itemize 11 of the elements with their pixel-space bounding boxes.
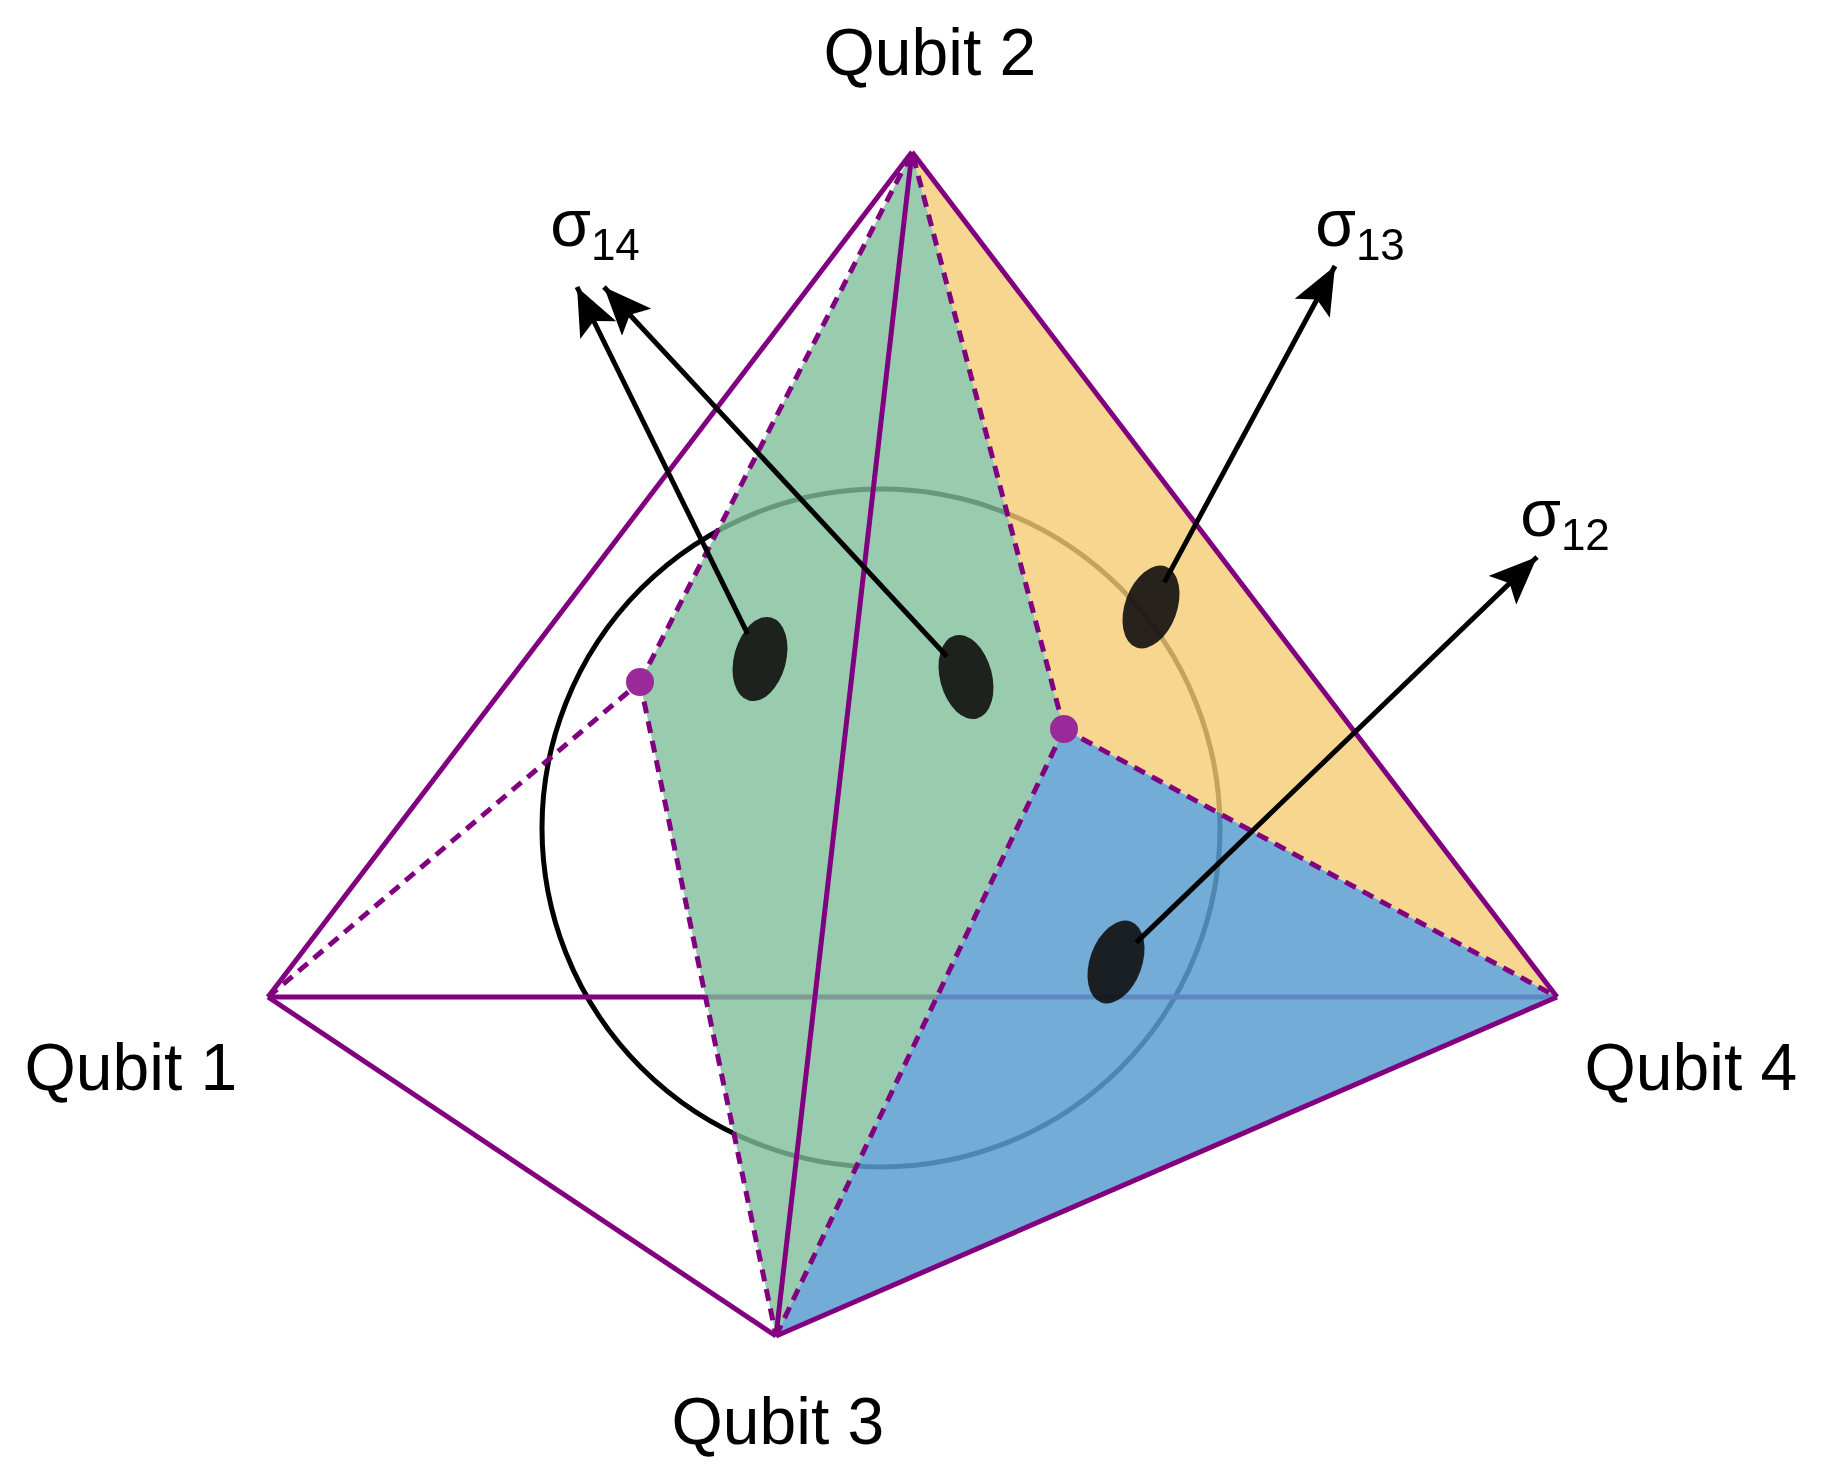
ellipse-marker	[1087, 920, 1145, 1004]
operator-label: σ$_{14}$	[535, 190, 655, 285]
arrow	[602, 285, 949, 659]
operator-label: σ$_{13}$	[1300, 190, 1420, 264]
ellipse-marker	[938, 634, 994, 720]
ellipse-marker	[1122, 565, 1180, 649]
operator-label: σ$_{12}$	[1505, 480, 1625, 556]
arrow	[1162, 264, 1338, 584]
arrow	[1134, 555, 1539, 945]
arrow	[574, 285, 750, 635]
ellipse-marker	[732, 616, 788, 702]
